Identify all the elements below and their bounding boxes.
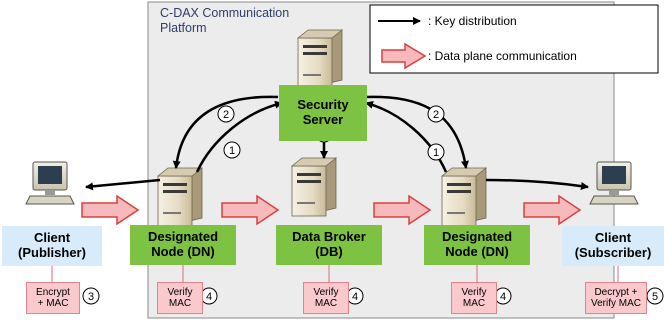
step-number-text: 1 xyxy=(229,145,235,157)
platform-title: C-DAX Communication Platform xyxy=(160,6,290,35)
step-number-text: 4 xyxy=(206,291,212,303)
data-broker-server-icon xyxy=(291,157,337,217)
step-circle-2-dn-right: 2 xyxy=(427,105,445,123)
data-arrow-db-dn xyxy=(373,194,432,226)
step-circle-1-dn-right: 1 xyxy=(427,143,445,161)
step-circle-5-decrypt: 5 xyxy=(646,287,664,305)
step-circle-1-dn-left: 1 xyxy=(223,141,241,159)
legend-box xyxy=(369,4,659,74)
step-number-text: 3 xyxy=(88,291,94,303)
data-arrow-publisher-dn xyxy=(81,194,140,226)
subscriber-label: Client (Subscriber) xyxy=(562,226,664,266)
data-arrow-dn-subscriber xyxy=(523,194,582,226)
subscriber-computer-icon xyxy=(589,161,639,205)
step-number-text: 4 xyxy=(500,291,506,303)
step-circle-3-encrypt: 3 xyxy=(82,287,100,305)
legend-data-plane-label: : Data plane communication xyxy=(428,49,577,63)
step-circle-4-dn-left: 4 xyxy=(200,287,218,305)
step-number-text: 2 xyxy=(433,109,439,121)
key-dist-arrow-subscriber xyxy=(485,178,589,190)
security-server-label: Security Server xyxy=(279,85,367,141)
decrypt-verify-callout: Decrypt + Verify MAC xyxy=(585,282,647,314)
step-circle-4-dn-right: 4 xyxy=(494,287,512,305)
verify-mac-callout-db: Verify MAC xyxy=(303,282,349,314)
publisher-label: Client (Publisher) xyxy=(2,226,102,266)
step-circle-2-dn-left: 2 xyxy=(217,105,235,123)
dn-right-label: Designated Node (DN) xyxy=(424,225,530,265)
key-dist-arrow-dn-left-1 xyxy=(195,100,283,173)
data-broker-label: Data Broker (DB) xyxy=(276,225,382,265)
legend-key-distribution-label: : Key distribution xyxy=(428,14,517,28)
dn-right-server-icon xyxy=(441,167,487,227)
verify-mac-callout-dn-left: Verify MAC xyxy=(157,282,203,314)
step-number-text: 5 xyxy=(652,291,658,303)
step-number-text: 2 xyxy=(223,109,229,121)
dn-left-server-icon xyxy=(157,167,203,227)
publisher-computer-icon xyxy=(25,161,75,205)
verify-mac-callout-dn-right: Verify MAC xyxy=(451,282,497,314)
legend-data-arrow xyxy=(381,42,427,70)
step-circle-4-db: 4 xyxy=(346,287,364,305)
step-number-text: 1 xyxy=(433,147,439,159)
encrypt-mac-callout: Encrypt + MAC xyxy=(26,282,80,314)
key-dist-arrow-dn-right-1 xyxy=(365,100,448,173)
data-arrow-dn-db xyxy=(221,194,280,226)
key-dist-arrow-dn-left-2 xyxy=(172,95,279,169)
step-number-text: 4 xyxy=(352,291,358,303)
security-server-icon xyxy=(297,29,343,89)
dn-left-label: Designated Node (DN) xyxy=(130,225,236,265)
key-dist-arrow-publisher xyxy=(85,178,161,191)
